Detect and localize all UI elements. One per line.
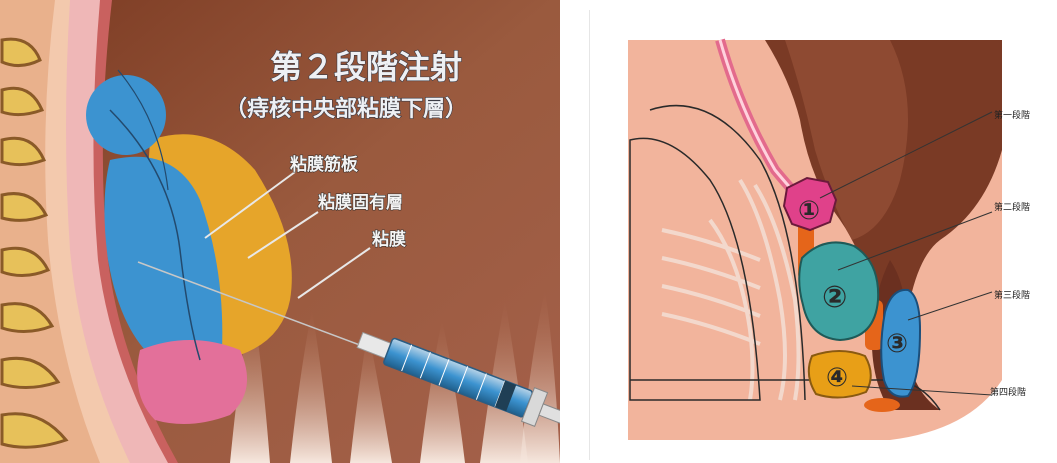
left-diagram-panel: 第２段階注射 （痔核中央部粘膜下層） 粘膜筋板 粘膜固有層 粘膜: [0, 0, 560, 463]
label-muscularis-mucosae: 粘膜筋板: [290, 154, 359, 175]
lower-mucosa-region: [137, 340, 247, 424]
vessel-strip-3: [864, 398, 900, 412]
stage4-marker-number: ④: [826, 363, 848, 393]
stage3-label: 第三段階: [994, 289, 1030, 301]
diagram-subtitle: （痔核中央部粘膜下層）: [225, 96, 467, 122]
label-mucosa: 粘膜: [372, 229, 406, 250]
stage3-marker-number: ③: [886, 329, 908, 359]
four-stage-injection-diagram: ① ② ③ ④ 第一段階 第二段階 第三段階 第四段階: [590, 0, 1057, 463]
diagram-title: 第２段階注射: [270, 48, 462, 86]
stage1-label: 第一段階: [994, 109, 1030, 121]
stage2-injection-illustration: 第２段階注射 （痔核中央部粘膜下層） 粘膜筋板 粘膜固有層 粘膜: [0, 0, 560, 463]
stage4-label: 第四段階: [990, 386, 1026, 398]
upper-submucosa-region: [86, 75, 166, 155]
stage1-marker-number: ①: [798, 196, 820, 226]
stage2-marker-number: ②: [822, 280, 847, 315]
right-diagram-panel: ① ② ③ ④ 第一段階 第二段階 第三段階 第四段階: [590, 0, 1057, 463]
label-lamina-propria: 粘膜固有層: [318, 192, 403, 213]
stage2-label: 第二段階: [994, 201, 1030, 213]
